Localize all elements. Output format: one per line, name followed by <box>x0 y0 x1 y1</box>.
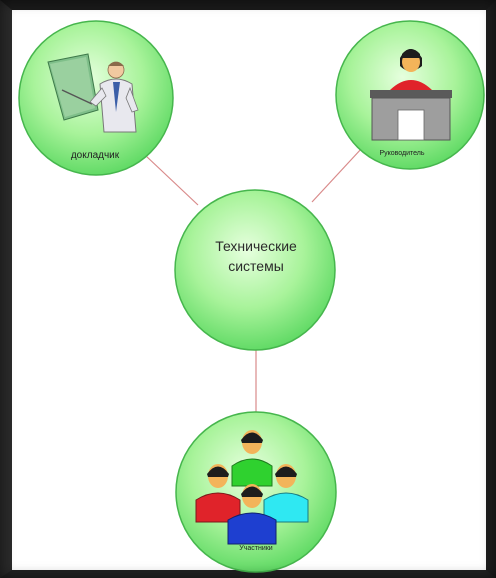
members-icon <box>195 430 309 545</box>
connector-manager <box>311 147 363 203</box>
members-label: Участники <box>239 545 273 552</box>
center-label-line1: Технические <box>215 238 297 254</box>
speaker-label: докладчик <box>70 150 120 161</box>
manager-icon <box>370 49 452 141</box>
node-members <box>175 411 337 573</box>
connector-speaker <box>144 154 199 206</box>
node-manager <box>335 20 485 170</box>
node-speaker <box>18 20 174 176</box>
center-label: Технические системы <box>176 236 336 276</box>
speaker-icon <box>47 53 139 133</box>
node-center <box>174 189 336 351</box>
manager-label: Руководитель <box>379 150 425 157</box>
center-label-line2: системы <box>228 258 284 274</box>
